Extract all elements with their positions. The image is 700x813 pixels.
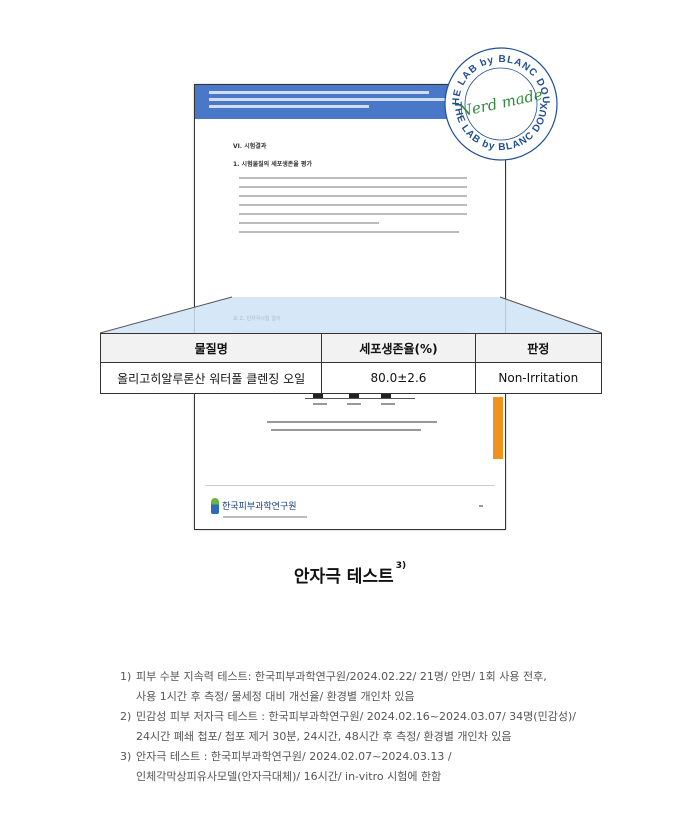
viability-cell: 80.0±2.6: [321, 362, 476, 394]
substance-name-cell: 올리고히알루론산 워터풀 클렌징 오일: [99, 362, 323, 394]
report-section-heading: VI. 시험결과: [233, 143, 267, 150]
nerd-made-stamp: THE LAB by BLANC DOUX THE LAB by BLANC D…: [441, 44, 558, 161]
report-subheading: 1. 시험물질의 세포생존율 평가: [233, 161, 312, 168]
column-header-substance: 물질명: [99, 333, 323, 363]
caption-text: 안자극 테스트: [293, 567, 394, 587]
footnote-number: 2): [120, 710, 132, 723]
footnote-item: 2) 민감성 피부 저자극 테스트 : 한국피부과학연구원/ 2024.02.1…: [120, 707, 640, 747]
column-header-judgment: 판정: [474, 333, 603, 363]
footnote-number: 1): [120, 670, 132, 683]
report-bar-chart: [313, 390, 393, 398]
footnote-line: 24시간 폐쇄 첩포/ 첩포 제거 30분, 24시간, 48시간 후 측정/ …: [136, 730, 512, 743]
judgment-cell: Non-Irritation: [474, 362, 603, 394]
footnote-line: 안자극 테스트 : 한국피부과학연구원/ 2024.02.07~2024.03.…: [136, 750, 452, 763]
report-side-accent: [493, 397, 503, 459]
footnotes: 1) 피부 수분 지속력 테스트: 한국피부과학연구원/2024.02.22/ …: [120, 667, 640, 787]
footnote-number: 3): [120, 750, 132, 763]
footnote-item: 3) 안자극 테스트 : 한국피부과학연구원/ 2024.02.07~2024.…: [120, 747, 640, 787]
report-table-label: 표 2. 인자극시험 결과: [233, 316, 281, 322]
footnote-line: 인체각막상피유사모델(안자극대체)/ 16시간/ in-vitro 시험에 한함: [136, 770, 442, 783]
institute-logo-icon: [211, 497, 219, 514]
footnote-line: 민감성 피부 저자극 테스트 : 한국피부과학연구원/ 2024.02.16~2…: [136, 710, 576, 723]
institute-logo: 한국피부과학연구원: [211, 495, 307, 518]
caption-footnote-ref: 3): [395, 561, 407, 571]
column-header-viability: 세포생존율(%): [321, 333, 476, 363]
footnote-item: 1) 피부 수분 지속력 테스트: 한국피부과학연구원/2024.02.22/ …: [120, 667, 640, 707]
footnote-line: 사용 1시간 후 측정/ 물세정 대비 개선율/ 환경별 개인차 있음: [136, 690, 415, 703]
irritation-result-table: 물질명 세포생존율(%) 판정 올리고히알루론산 워터풀 클렌징 오일 80.0…: [99, 333, 603, 394]
section-caption: 안자극 테스트3): [0, 561, 700, 587]
table-row: 올리고히알루론산 워터풀 클렌징 오일 80.0±2.6 Non-Irritat…: [99, 362, 603, 394]
footnote-line: 피부 수분 지속력 테스트: 한국피부과학연구원/2024.02.22/ 21명…: [136, 670, 547, 683]
institute-name: 한국피부과학연구원: [222, 502, 297, 512]
